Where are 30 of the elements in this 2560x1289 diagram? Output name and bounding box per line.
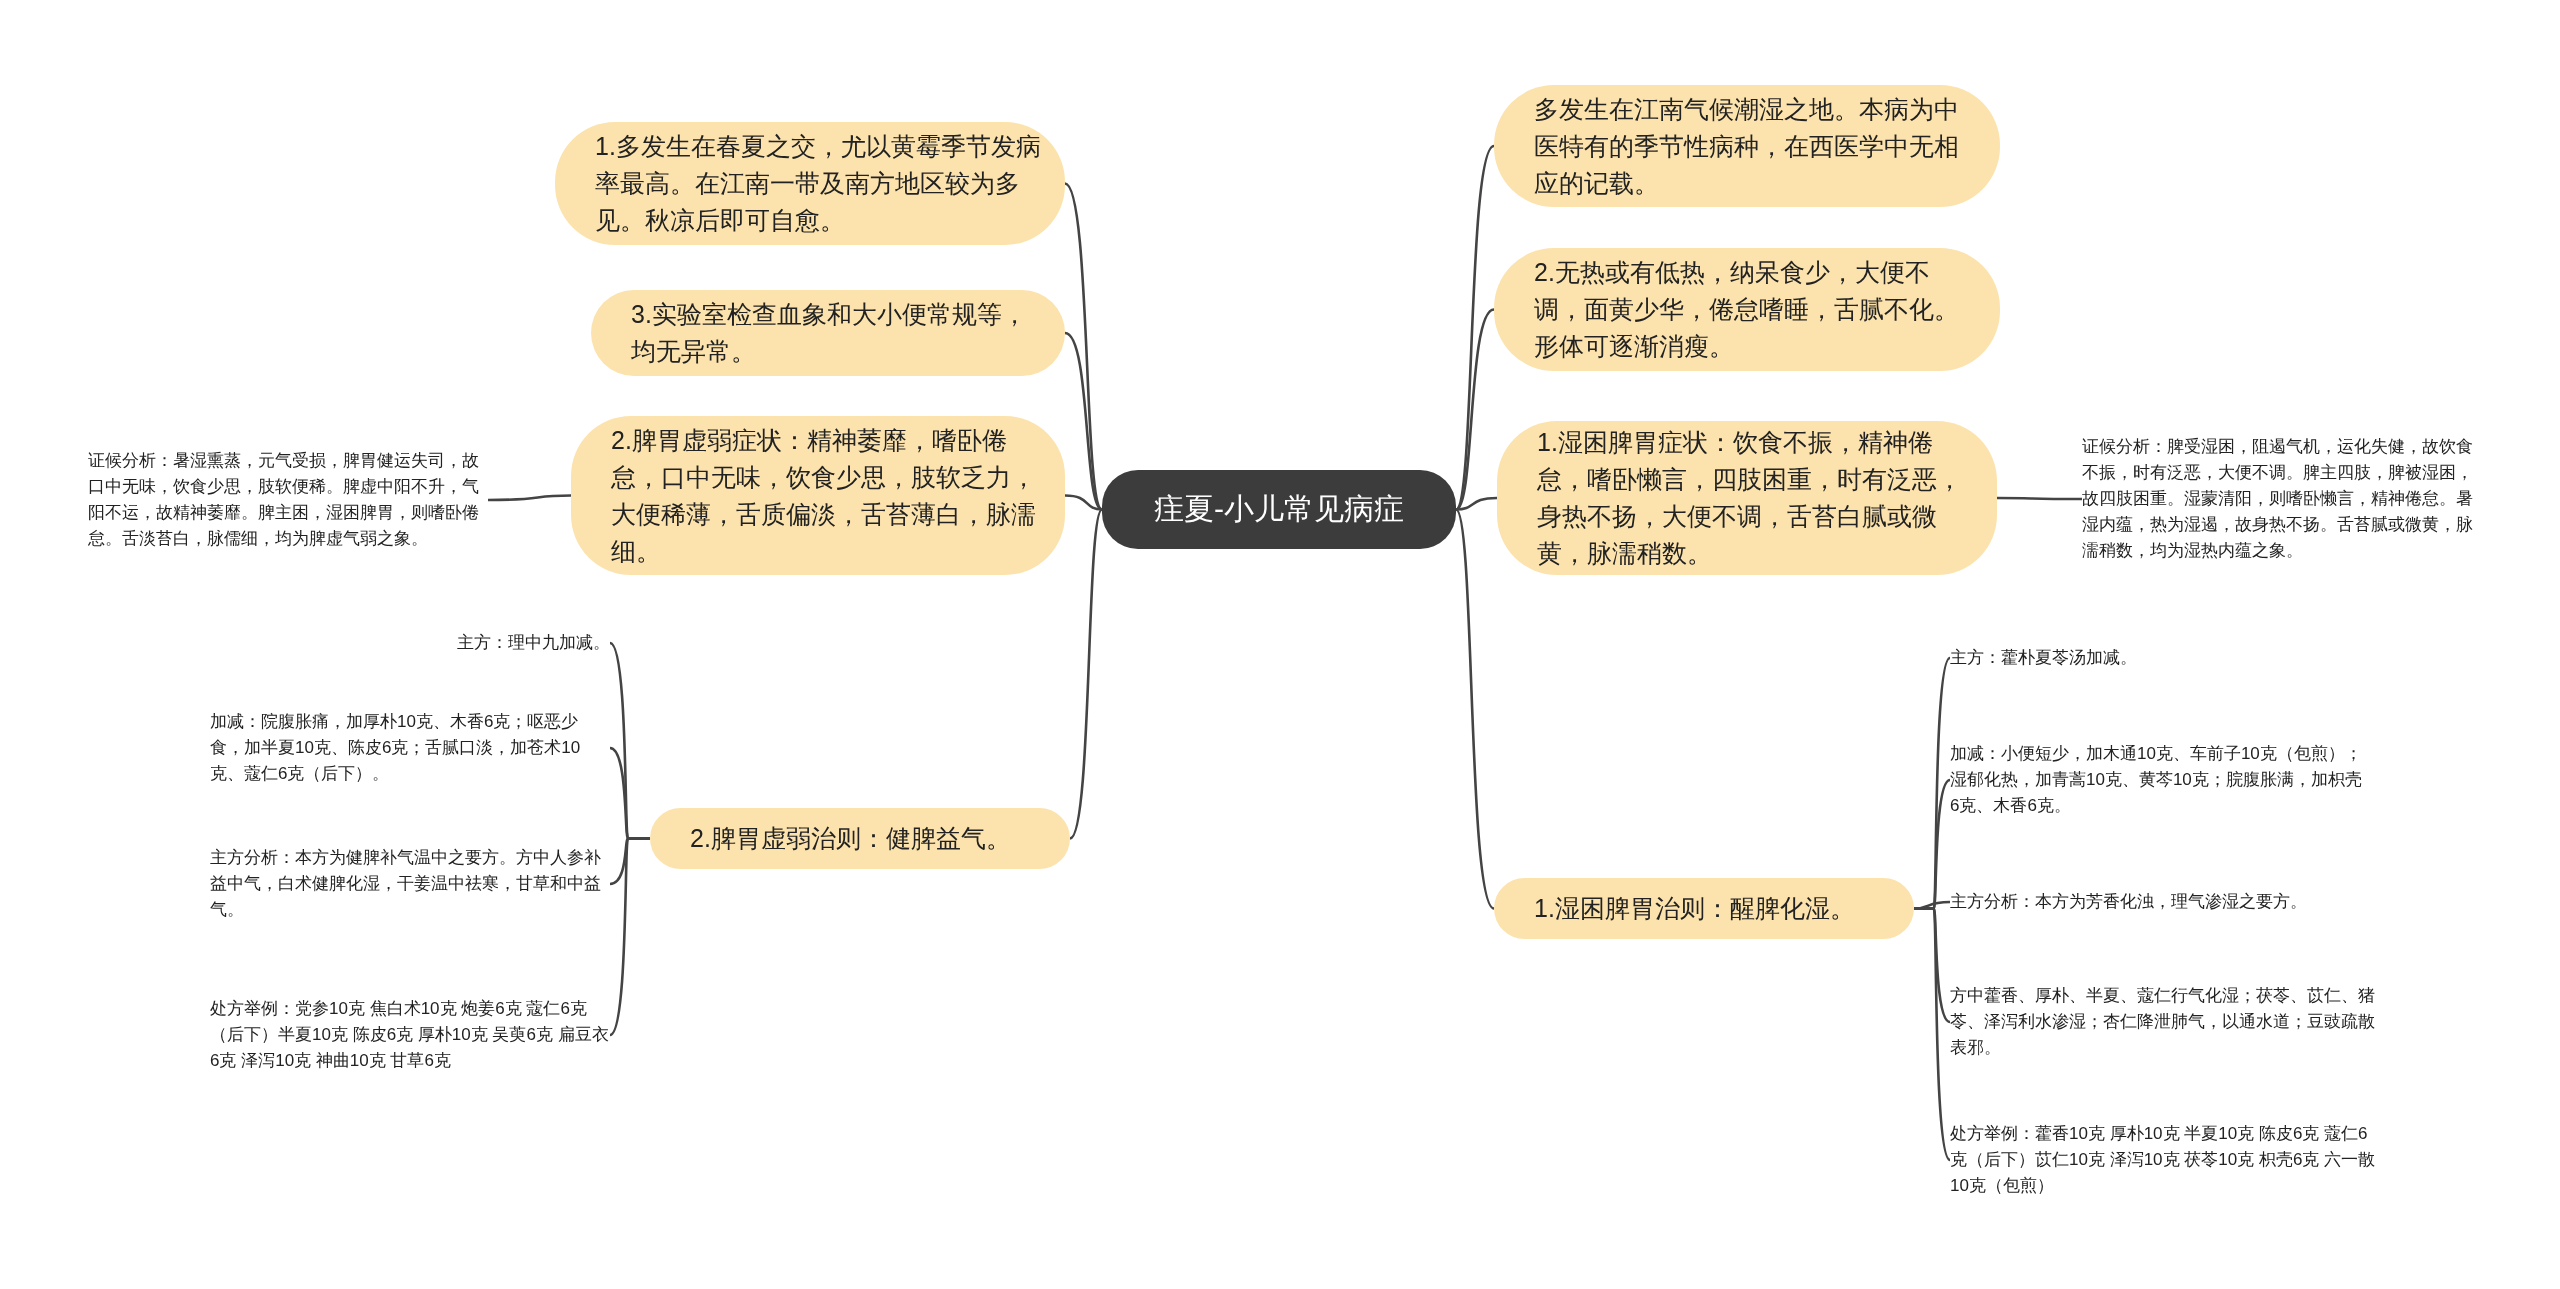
connector-line xyxy=(1997,496,2082,501)
connector-line xyxy=(1455,496,1498,511)
note-text: 证候分析：脾受湿困，阻遏气机，运化失健，故饮食不振，时有泛恶，大便不调。脾主四肢，脾被湿困，故四肢困重。湿蒙清阳，则嗜卧懒言，精神倦怠。暑湿内蕴，热为湿遏，故身热不扬。舌苔腻或微黄，脉濡稍数，均为湿热内蕴之象。 xyxy=(2082,424,2482,574)
connector-line xyxy=(1455,308,1495,511)
note-text: 主方：理中九加减。 xyxy=(215,628,610,658)
topic-box: 多发生在江南气候潮湿之地。本病为中医特有的季节性病种，在西医学中无相应的记载。 xyxy=(1494,85,2000,207)
central-topic-box: 疰夏-小儿常见病症 xyxy=(1102,470,1456,549)
note-text: 主方：藿朴夏苓汤加减。 xyxy=(1950,632,2370,684)
topic-box: 2.脾胃虚弱治则：健脾益气。 xyxy=(650,808,1070,869)
connector-line xyxy=(1064,494,1103,511)
note-text: 主方分析：本方为健脾补气温中之要方。方中人参补益中气，白术健脾化湿，干姜温中祛寒，甘草和中益气。 xyxy=(210,842,610,926)
note-text: 处方举例：藿香10克 厚朴10克 半夏10克 陈皮6克 蔻仁6克（后下）苡仁10克 泽泻10克 茯苓10克 枳壳6克 六一散10克（包煎） xyxy=(1950,1118,2380,1202)
note-text: 主方分析：本方为芳香化浊，理气渗湿之要方。 xyxy=(1950,876,2380,928)
connector-line xyxy=(609,837,650,1036)
note-text: 证候分析：暑湿熏蒸，元气受损，脾胃健运失司，故口中无味，饮食少思，肢软便稀。脾虚中阳不升，气阳不运，故精神萎靡。脾主困，湿困脾胃，则嗜卧倦怠。舌淡苔白，脉儒细，均为脾虚气弱之象。 xyxy=(88,432,488,568)
topic-box: 2.无热或有低热，纳呆食少，大便不调，面黄少华，倦怠嗜睡，舌腻不化。形体可逐渐消瘦。 xyxy=(1494,248,2000,371)
connector-line xyxy=(488,494,571,502)
connector-line xyxy=(1914,907,1952,1161)
connector-line xyxy=(1064,331,1103,511)
topic-box: 1.湿困脾胃治则：醒脾化湿。 xyxy=(1494,878,1914,939)
note-text: 加减：小便短少，加木通10克、车前子10克（包煎）；湿郁化热，加青蒿10克、黄芩10克；脘腹胀满，加枳壳6克、木香6克。 xyxy=(1950,738,2370,822)
topic-box: 3.实验室检查血象和大小便常规等，均无异常。 xyxy=(591,290,1065,376)
note-text: 加减：院腹胀痛，加厚朴10克、木香6克；呕恶少食，加半夏10克、陈皮6克；舌腻口淡，加苍术10克、蔻仁6克（后下）。 xyxy=(210,706,610,790)
topic-box: 2.脾胃虚弱症状：精神萎靡，嗜卧倦怠，口中无味，饮食少思，肢软乏力，大便稀薄，舌质偏淡，舌苔薄白，脉濡细。 xyxy=(571,416,1065,575)
connector-line xyxy=(1454,508,1496,910)
topic-box: 1.湿困脾胃症状：饮食不振，精神倦怠，嗜卧懒言，四肢困重，时有泛恶，身热不扬，大便不调，舌苔白腻或微黄，脉濡稍数。 xyxy=(1497,421,1997,575)
topic-box: 1.多发生在春夏之交，尤以黄霉季节发病率最高。在江南一带及南方地区较为多见。秋凉后即可自愈。 xyxy=(555,122,1065,245)
note-text: 方中藿香、厚朴、半夏、蔻仁行气化湿；茯苓、苡仁、猪苓、泽泻利水渗湿；杏仁降泄肺气，以通水道；豆豉疏散表邪。 xyxy=(1950,980,2380,1064)
note-text: 处方举例：党参10克 焦白术10克 炮姜6克 蔻仁6克（后下）半夏10克 陈皮6克 厚朴10克 吴萸6克 扁豆衣6克 泽泻10克 神曲10克 甘草6克 xyxy=(210,980,610,1090)
connector-line xyxy=(1068,508,1104,840)
